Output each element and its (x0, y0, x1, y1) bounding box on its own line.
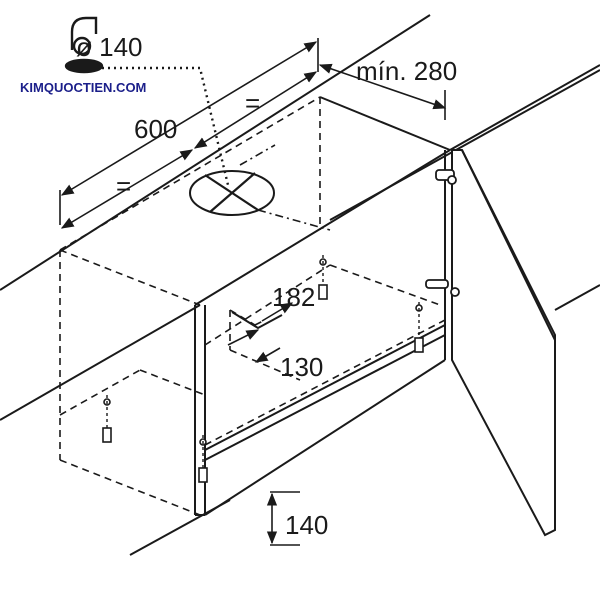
cutout-width-label: 130 (280, 352, 323, 382)
screw-axis-lines (106, 255, 420, 468)
watermark-text: KIMQUOCTIEN.COM (20, 80, 146, 95)
cabinet-frame (194, 150, 446, 516)
cabinet-door (451, 149, 556, 537)
width-dimension-lines (59, 38, 447, 229)
duct-diameter-label: ø 140 (76, 32, 143, 62)
half-right-label: = (245, 88, 260, 118)
shelf-cutout (231, 311, 283, 330)
door-hinges (425, 169, 460, 297)
duct-opening (189, 144, 331, 231)
cutout-depth-label: 182 (272, 282, 315, 312)
min-depth-label: mín. 280 (356, 56, 457, 86)
faucet-logo-icon (64, 16, 104, 74)
inner-dimension-lines (227, 302, 300, 546)
hidden-edges (59, 96, 446, 516)
bottom-height-label: 140 (285, 510, 328, 540)
width-label: 600 (134, 114, 177, 144)
half-left-label: = (116, 171, 131, 201)
